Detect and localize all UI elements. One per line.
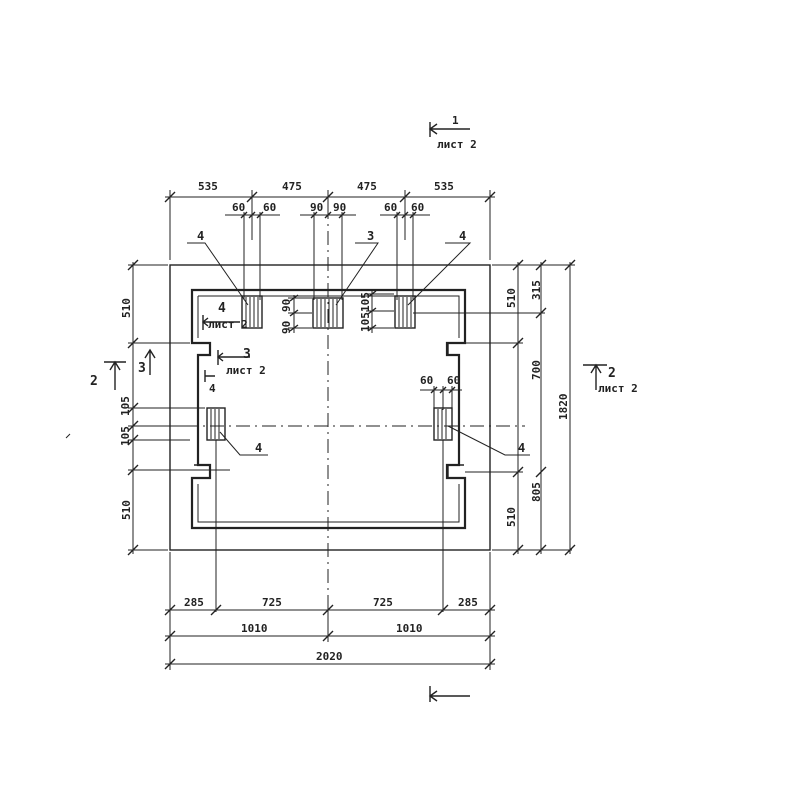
section-3-left-mark (144, 348, 156, 375)
embedded-plate-top-left (241, 295, 263, 329)
top-dim-ticks (164, 191, 496, 203)
left-dim-mid2: 105 (119, 426, 132, 446)
embedded-plate-top-center (312, 297, 344, 329)
leader-top-center (335, 242, 379, 306)
top-sub-m2: 90 (333, 201, 346, 214)
section-4-sheet: лист 2 (208, 318, 248, 331)
leader-left (219, 431, 268, 456)
right-dim-outer-top: 315 (530, 280, 543, 300)
inner-90-dims (288, 295, 312, 333)
right-dim-outer-bottom: 805 (530, 482, 543, 502)
top-dim-b: 475 (282, 180, 302, 193)
top-sub-r2: 60 (411, 201, 424, 214)
bottom-dim-half-left: 1010 (241, 622, 268, 635)
notch-right-bottom (447, 464, 464, 479)
section-3-left-number: 3 (138, 361, 146, 376)
right-dim-inner-bottom: 510 (505, 507, 518, 527)
leader-top-right (407, 242, 472, 306)
top-sub-r1: 60 (384, 201, 397, 214)
right-dim-inner-top: 510 (505, 288, 518, 308)
top-sub-m1: 90 (310, 201, 323, 214)
marker-top-right: 4 (459, 229, 466, 243)
left-dim-top: 510 (120, 298, 133, 318)
section-1-number: 1 (452, 114, 459, 127)
inner-dim-105b: 105 (359, 312, 372, 332)
leader-top-left (187, 242, 249, 306)
marker-top-center: 3 (367, 229, 374, 243)
bottom-dim-c: 725 (373, 596, 393, 609)
section-1-bottom-mark (428, 686, 470, 702)
section-1-sheet: лист 2 (437, 138, 477, 151)
leader-right (447, 425, 530, 456)
section-4-small-mark (204, 370, 215, 382)
top-dim-c: 475 (357, 180, 377, 193)
section-3-inner-mark (216, 350, 250, 365)
notch-right-top (447, 342, 464, 356)
bottom-dim-total: 2020 (316, 650, 343, 663)
right-dim-total: 1820 (557, 394, 570, 421)
bottom-dim-extensions (169, 440, 491, 670)
section-2-right-sheet: лист 2 (598, 382, 638, 395)
left-dim-mid1: 105 (119, 396, 132, 416)
section-4-mark (201, 315, 240, 330)
bottom-dim-d: 285 (458, 596, 478, 609)
inner-dim-90a: 90 (280, 299, 293, 312)
bottom-dim-b: 725 (262, 596, 282, 609)
section-1-top-mark (428, 122, 470, 137)
section-4-small-number: 4 (209, 382, 216, 395)
section-3-inner-number: 3 (243, 347, 251, 362)
inner-dim-60a: 60 (420, 374, 433, 387)
embedded-plate-top-right (394, 295, 416, 329)
inner-dim-90b: 90 (280, 321, 293, 334)
section-2-right-number: 2 (608, 366, 616, 381)
section-4-number: 4 (218, 301, 226, 316)
top-sub-l1: 60 (232, 201, 245, 214)
scan-mark (65, 433, 71, 439)
inner-60-dims (420, 386, 462, 410)
marker-right: 4 (518, 441, 525, 455)
embedded-plate-right (433, 407, 453, 441)
left-dim-extensions (128, 264, 230, 551)
inner-dim-60b: 60 (447, 374, 460, 387)
section-3-inner-sheet: лист 2 (226, 364, 266, 377)
left-dim-bottom: 510 (120, 500, 133, 520)
section-2-right-mark (583, 363, 607, 390)
top-dim-a: 535 (198, 180, 218, 193)
top-dim-extensions (169, 190, 491, 260)
bottom-dim-a: 285 (184, 596, 204, 609)
top-sub-l2: 60 (263, 201, 276, 214)
notch-left-bottom (194, 464, 211, 479)
marker-left: 4 (255, 441, 262, 455)
section-2-left-mark (104, 360, 126, 390)
right-dim-mid: 700 (530, 360, 543, 380)
inner-dim-105a: 105 (359, 292, 372, 312)
left-dim-ticks (127, 259, 139, 556)
top-dim-d: 535 (434, 180, 454, 193)
notch-left-top (194, 342, 211, 356)
marker-top-left: 4 (197, 229, 204, 243)
bottom-dim-half-right: 1010 (396, 622, 423, 635)
section-2-left-number: 2 (90, 374, 98, 389)
